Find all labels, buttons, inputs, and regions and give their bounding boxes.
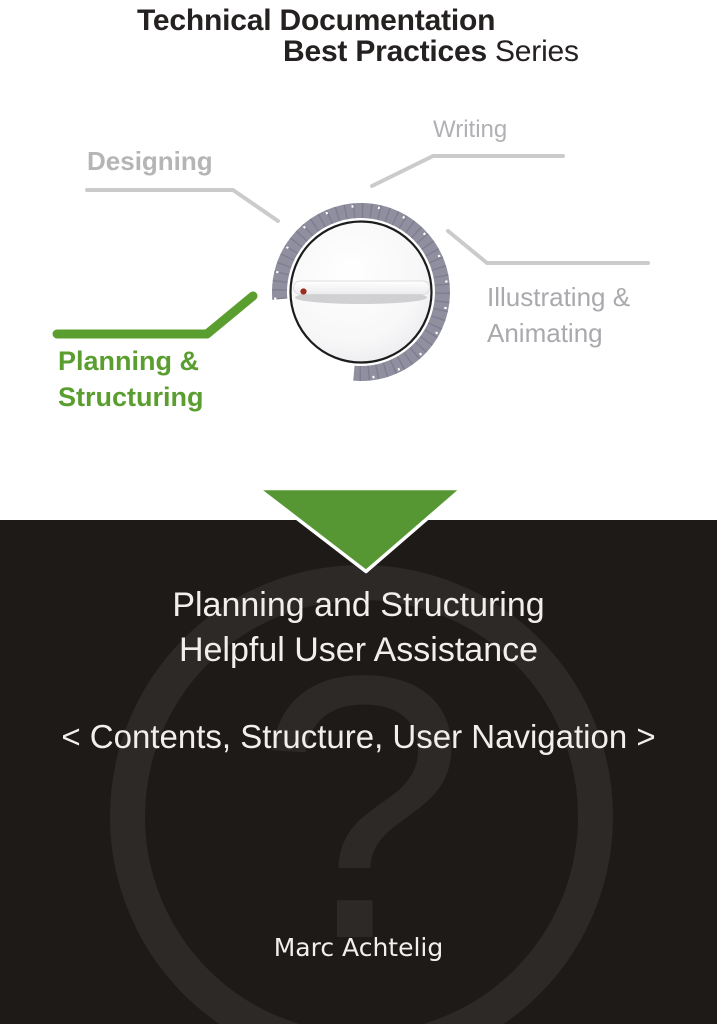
- illustrating-connector-line: [446, 229, 650, 265]
- book-subtitle: < Contents, Structure, User Navigation >: [61, 718, 656, 755]
- label-illustrating-line2: Animating: [487, 318, 603, 348]
- book-title-line2: Helpful User Assistance: [178, 631, 539, 669]
- label-planning-line1: Planning &: [58, 346, 199, 376]
- series-title-suffix: Series: [495, 35, 579, 68]
- dial-scale-ring: [271, 203, 450, 382]
- dial-knob: [289, 220, 433, 364]
- series-title-line1: Technical Documentation: [137, 4, 496, 37]
- label-illustrating-animating: Illustrating & Animating: [487, 279, 630, 351]
- dial-ring-major-dots: [273, 204, 449, 380]
- planning-active-connector-line: [52, 291, 258, 339]
- label-designing: Designing: [87, 146, 213, 176]
- label-planning-structuring: Planning & Structuring: [58, 343, 204, 415]
- knob-indicator-dot: [300, 288, 307, 295]
- writing-connector-line: [370, 154, 565, 188]
- label-planning-line2: Structuring: [58, 382, 204, 412]
- author-name: Marc Achtelig: [273, 933, 444, 962]
- series-title-emphasis: Best Practices: [283, 35, 487, 68]
- designing-connector-line: [85, 188, 280, 223]
- book-title-line1: Planning and Structuring: [172, 586, 545, 624]
- dial-ring-tick-marks: [271, 203, 450, 382]
- label-writing: Writing: [433, 116, 508, 143]
- knob-handle: [293, 280, 430, 295]
- book-title: Planning and Structuring Helpful User As…: [0, 583, 717, 673]
- label-illustrating-line1: Illustrating &: [487, 282, 631, 312]
- knob-handle-shadow: [295, 291, 427, 304]
